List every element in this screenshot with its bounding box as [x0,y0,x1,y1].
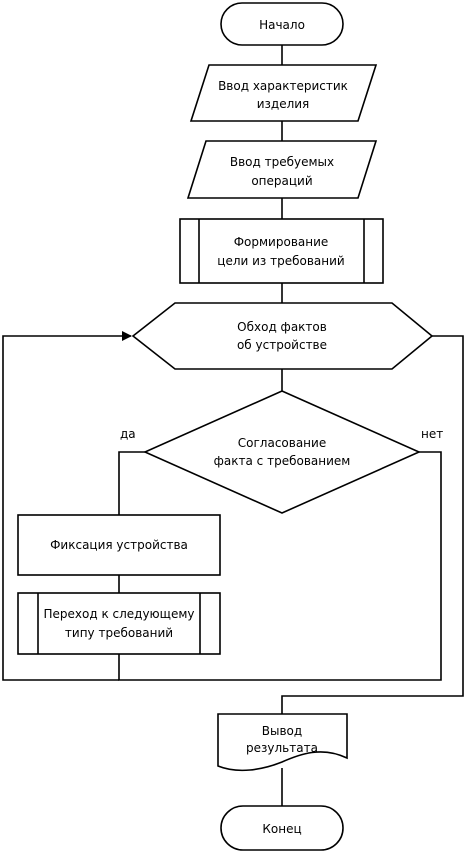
form-goal-line2: цели из требований [217,254,344,268]
end-terminal: Конец [220,805,344,851]
end-label: Конец [262,822,301,836]
next-type-line2: типу требований [65,626,173,640]
output-result-line2: результата [246,741,318,755]
start-label: Начало [259,18,305,32]
connectors [2,45,464,806]
input-characteristics-line2: изделия [257,97,310,111]
connector-yes-branch [118,451,145,515]
fix-device-node: Фиксация устройства [17,514,221,576]
input-operations-node: Ввод требуемых операций [186,140,378,199]
connector-loop-exit [281,335,464,714]
input-characteristics-node: Ввод характеристик изделия [189,64,378,122]
connector-return-loop [2,331,132,681]
start-terminal: Начало [220,2,344,46]
branch-label-yes: да [120,427,136,441]
loop-facts-line2: об устройстве [237,338,327,352]
next-type-line1: Переход к следующему [43,607,194,621]
loop-facts-line1: Обход фактов [237,320,327,334]
form-goal-node: Формирование цели из требований [179,218,384,284]
output-result-line1: Вывод [262,724,302,738]
fix-device-label: Фиксация устройства [50,538,188,552]
decision-match-line1: Согласование [238,436,326,450]
decision-match-node: Согласование факта с требованием [143,390,421,514]
branch-label-no: нет [421,427,443,441]
form-goal-line1: Формирование [234,235,329,249]
input-operations-line2: операций [251,174,312,188]
output-result-node: Вывод результата [217,713,348,772]
loop-facts-node: Обход фактов об устройстве [131,302,434,370]
input-characteristics-line1: Ввод характеристик [218,79,348,93]
connector-no-branch [118,451,442,681]
next-type-node: Переход к следующему типу требований [17,592,221,655]
decision-match-line2: факта с требованием [214,454,351,468]
input-operations-line1: Ввод требуемых [230,155,334,169]
